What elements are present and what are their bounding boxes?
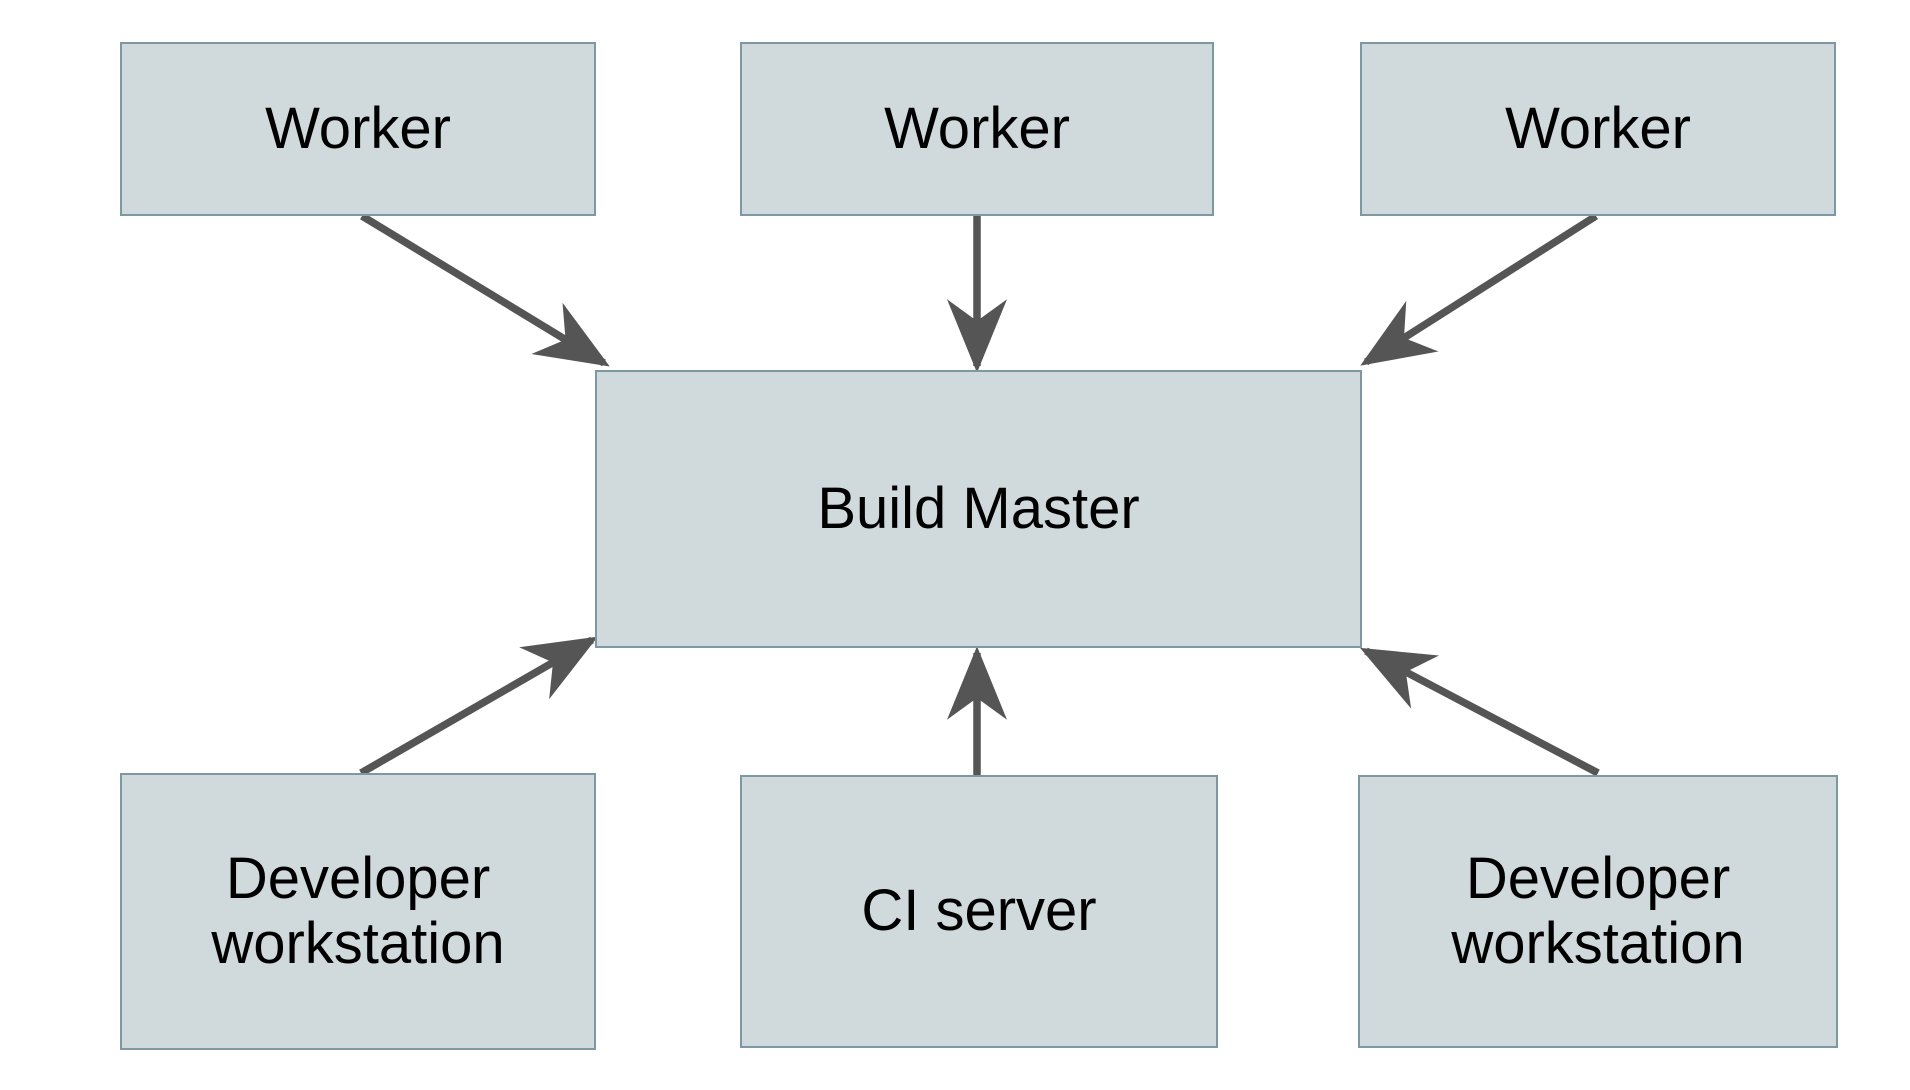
node-worker-1[interactable]: Worker <box>120 42 596 216</box>
node-developer-workstation-right-label: Developer workstation <box>1451 845 1745 976</box>
edge-dev-workstation-left-to-build-master <box>359 636 598 777</box>
node-ci-server-label: CI server <box>861 878 1097 944</box>
node-build-master-label: Build Master <box>817 475 1140 541</box>
node-worker-3[interactable]: Worker <box>1360 42 1836 216</box>
node-build-master[interactable]: Build Master <box>595 370 1362 648</box>
node-developer-workstation-left[interactable]: Developer workstation <box>120 773 596 1050</box>
node-developer-workstation-right[interactable]: Developer workstation <box>1358 775 1838 1048</box>
node-developer-workstation-left-label: Developer workstation <box>211 845 505 976</box>
node-worker-1-label: Worker <box>265 95 451 161</box>
node-worker-2[interactable]: Worker <box>740 42 1214 216</box>
node-worker-2-label: Worker <box>884 95 1070 161</box>
node-ci-server[interactable]: CI server <box>740 775 1218 1048</box>
node-worker-3-label: Worker <box>1505 95 1691 161</box>
edge-worker-3-to-build-master <box>1360 212 1599 366</box>
edge-dev-workstation-right-to-build-master <box>1360 647 1600 777</box>
edge-worker-1-to-build-master <box>360 212 610 367</box>
